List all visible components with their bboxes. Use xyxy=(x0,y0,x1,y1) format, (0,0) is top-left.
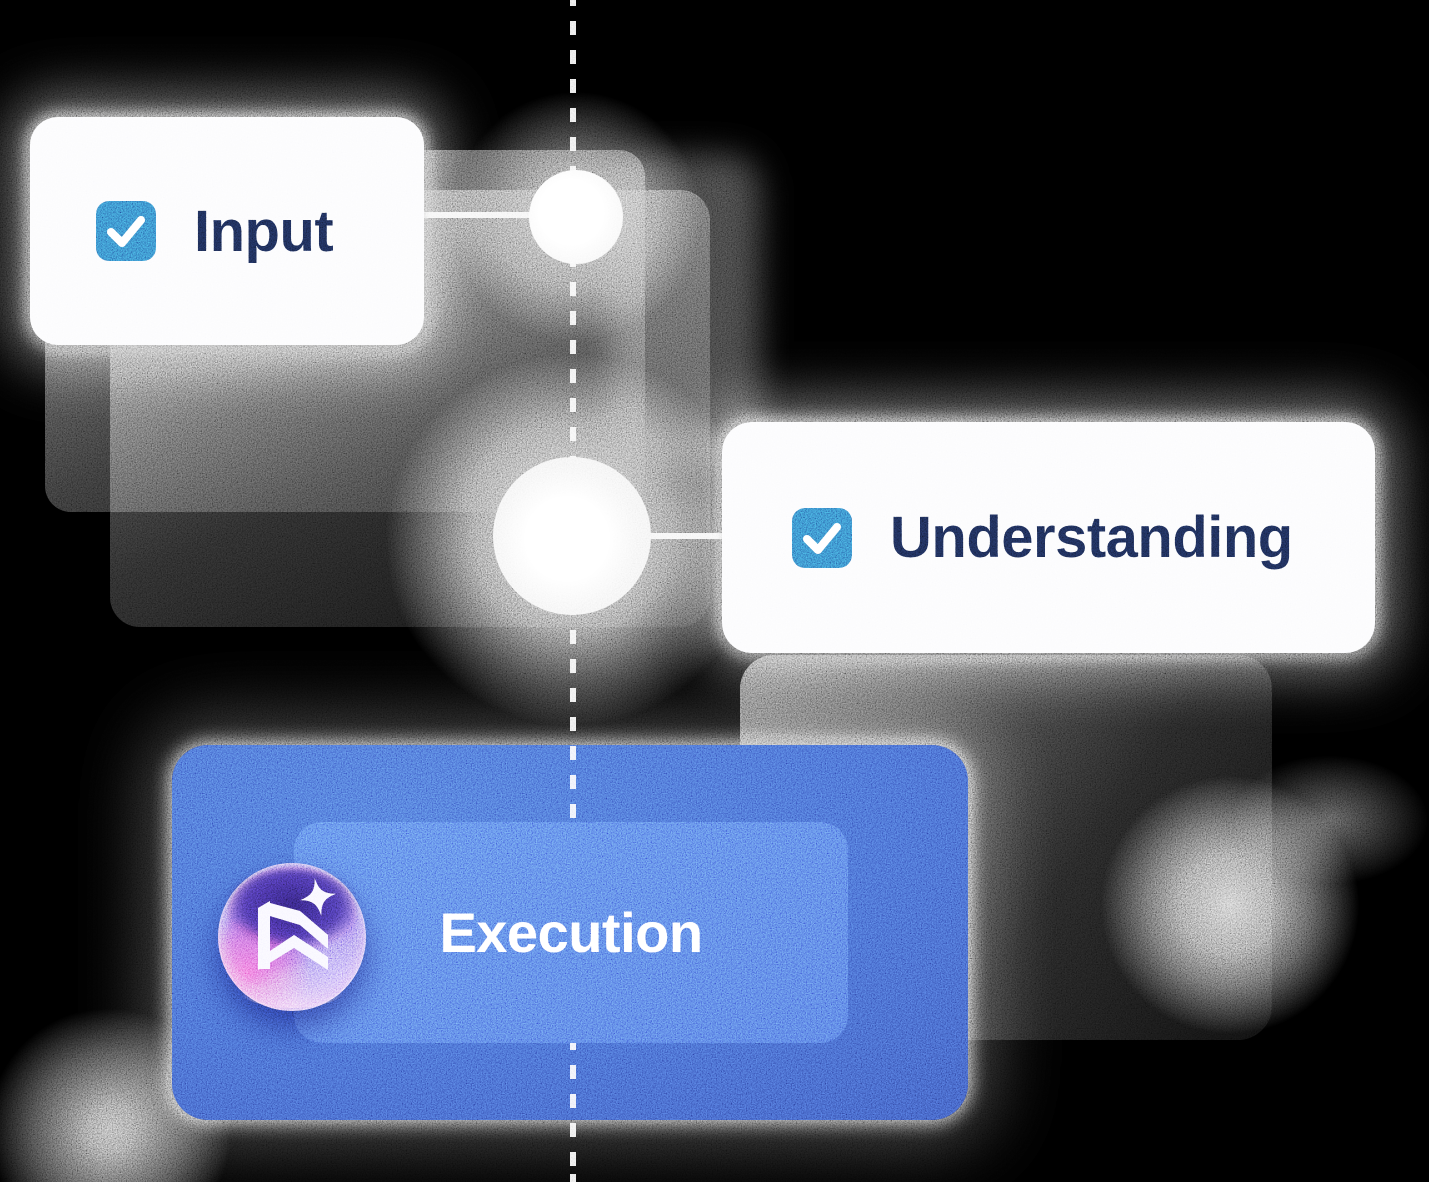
execution-label: Execution xyxy=(439,901,703,964)
connector-line-input xyxy=(420,212,532,218)
connector-line-understanding xyxy=(640,533,730,539)
ai-logo-badge-icon xyxy=(218,863,366,1011)
timeline-node-1 xyxy=(529,170,623,264)
logo-glyph xyxy=(258,878,336,970)
input-card: Input xyxy=(30,117,424,345)
checkmark-icon xyxy=(107,216,145,247)
sparkle-icon xyxy=(300,878,336,916)
understanding-checkbox[interactable] xyxy=(792,507,852,568)
execution-card: Execution xyxy=(294,822,848,1043)
understanding-label: Understanding xyxy=(890,505,1293,570)
understanding-card: Understanding xyxy=(722,422,1375,653)
glow-blob xyxy=(1230,755,1429,885)
timeline-node-2 xyxy=(493,457,651,615)
input-label: Input xyxy=(194,198,334,264)
input-checkbox[interactable] xyxy=(96,201,156,261)
checkmark-icon xyxy=(803,522,841,554)
